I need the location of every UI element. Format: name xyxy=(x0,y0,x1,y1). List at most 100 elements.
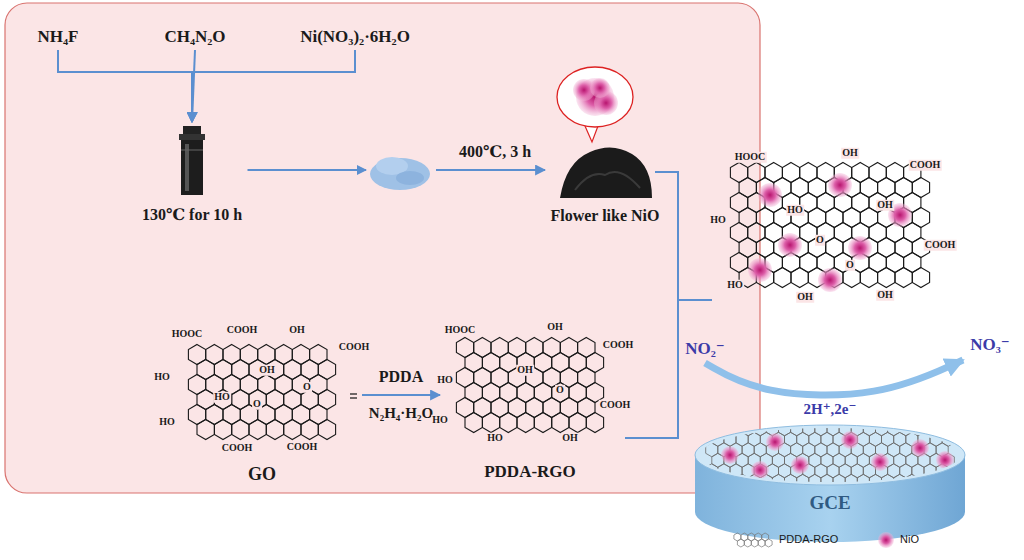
edge-label: 2H⁺,2e⁻ xyxy=(803,402,858,418)
functional-group: O xyxy=(845,260,855,271)
hexagon-ring xyxy=(266,420,283,440)
hexagon-ring xyxy=(500,413,517,433)
nio-powder xyxy=(560,147,652,198)
hexagon-ring xyxy=(869,474,881,488)
hexagon-ring xyxy=(895,268,912,288)
functional-group: OH xyxy=(516,365,534,376)
functional-group: HOOC xyxy=(444,325,477,336)
nio-particle xyxy=(818,268,842,292)
process-arrow xyxy=(362,394,440,396)
functional-group: COOH xyxy=(226,325,259,336)
nio-particle xyxy=(751,461,769,479)
functional-group: HO xyxy=(431,415,449,426)
reagent-label: Ni(NO₃)₂·6H₂O xyxy=(295,24,415,50)
material-item: GCE xyxy=(800,490,860,516)
hexagon-ring xyxy=(758,539,765,547)
hexagon-ring xyxy=(845,474,857,488)
hexagon-ring xyxy=(912,464,924,478)
hexagon-ring xyxy=(924,464,936,478)
functional-group: OH xyxy=(841,148,859,159)
hexagon-ring xyxy=(249,420,266,440)
hexagon-ring xyxy=(586,413,603,433)
process-arrow xyxy=(248,169,546,171)
nio-particle xyxy=(828,173,852,197)
nio-particle xyxy=(758,183,782,207)
node-text: Ni(NO₃)₂·6H₂O xyxy=(300,27,410,47)
node-text: NO₂⁻ xyxy=(685,338,725,359)
nio-particle xyxy=(778,233,802,257)
functional-group: COOH xyxy=(909,160,942,171)
functional-group: HOOC xyxy=(734,152,767,163)
reagent-label: NH₄F xyxy=(33,24,84,50)
hexagon-ring xyxy=(930,474,942,488)
hexagon-ring xyxy=(232,420,249,440)
hexagon-ring xyxy=(197,420,214,440)
node-text: Flower like NiO xyxy=(550,207,659,225)
autoclave xyxy=(179,126,205,195)
precursor-powder xyxy=(370,157,430,190)
hexagon-ring xyxy=(942,474,954,488)
legend-text: PDDA-RGO xyxy=(779,533,838,545)
hexagon-ring xyxy=(706,422,718,436)
material-item: PDDA-RGO xyxy=(440,330,620,482)
functional-group: O xyxy=(815,235,825,246)
functional-group: HO xyxy=(158,417,176,428)
reagent-label: CH₄N₂O xyxy=(159,24,231,50)
functional-group: COOH xyxy=(338,342,371,353)
hexagon-ring xyxy=(284,420,301,440)
nio-particle xyxy=(871,453,889,471)
hexagon-ring xyxy=(712,474,724,488)
nio-particle xyxy=(911,439,929,457)
functional-group: COOH xyxy=(602,340,635,351)
flower-callout xyxy=(557,67,633,142)
hexagon-ring xyxy=(730,422,742,436)
nio-particle xyxy=(748,258,772,282)
functional-group: HO xyxy=(709,215,727,226)
functional-group: OH xyxy=(258,365,276,376)
hexagon-ring xyxy=(730,464,742,478)
functional-group: HO xyxy=(213,392,231,403)
functional-group: OH xyxy=(288,325,306,336)
nio-particle xyxy=(791,456,809,474)
legend-sample xyxy=(734,533,772,547)
hexagon-ring xyxy=(833,474,845,488)
nio-particle xyxy=(848,236,872,260)
background-panel xyxy=(5,3,760,493)
hexagon-ring xyxy=(718,422,730,436)
reaction-arrow xyxy=(705,360,963,395)
hexagon-ring xyxy=(785,474,797,488)
hexagon-ring xyxy=(809,474,821,488)
hexagon-ring xyxy=(318,420,335,440)
functional-group: COOH xyxy=(286,442,319,453)
hexagon-ring xyxy=(517,413,534,433)
hexagon-ring xyxy=(774,268,791,288)
nio-particle xyxy=(936,451,954,469)
hexagon-ring xyxy=(569,413,586,433)
functional-group: COOH xyxy=(924,240,957,251)
hexagon-ring xyxy=(465,413,482,433)
hexagon-ring xyxy=(552,413,569,433)
ion-label: NO₂⁻ xyxy=(680,336,730,360)
legend-sample xyxy=(878,532,894,548)
hexagon-ring xyxy=(857,474,869,488)
process-arrow xyxy=(58,50,192,122)
equals-mark xyxy=(350,394,357,398)
node-text: GCE xyxy=(809,492,850,514)
node-text: CH₄N₂O xyxy=(164,27,225,47)
ion-label: NO₃⁻ xyxy=(965,332,1015,356)
functional-group: OH xyxy=(546,322,564,333)
hexagon-ring xyxy=(751,539,758,547)
functional-group: OH xyxy=(876,200,894,211)
hexagon-ring xyxy=(772,474,784,488)
material-item: 130℃ for 10 h xyxy=(137,122,248,224)
hexagon-ring xyxy=(301,420,318,440)
functional-group: OH xyxy=(561,433,579,444)
functional-group: COOH xyxy=(221,443,254,454)
nio-particle xyxy=(841,431,859,449)
hexagon-ring xyxy=(860,268,877,288)
hexagon-ring xyxy=(791,268,808,288)
node-text: NH₄F xyxy=(38,27,79,47)
functional-group: OH xyxy=(876,290,894,301)
functional-group: HO xyxy=(153,372,171,383)
functional-group: HO xyxy=(436,375,454,386)
